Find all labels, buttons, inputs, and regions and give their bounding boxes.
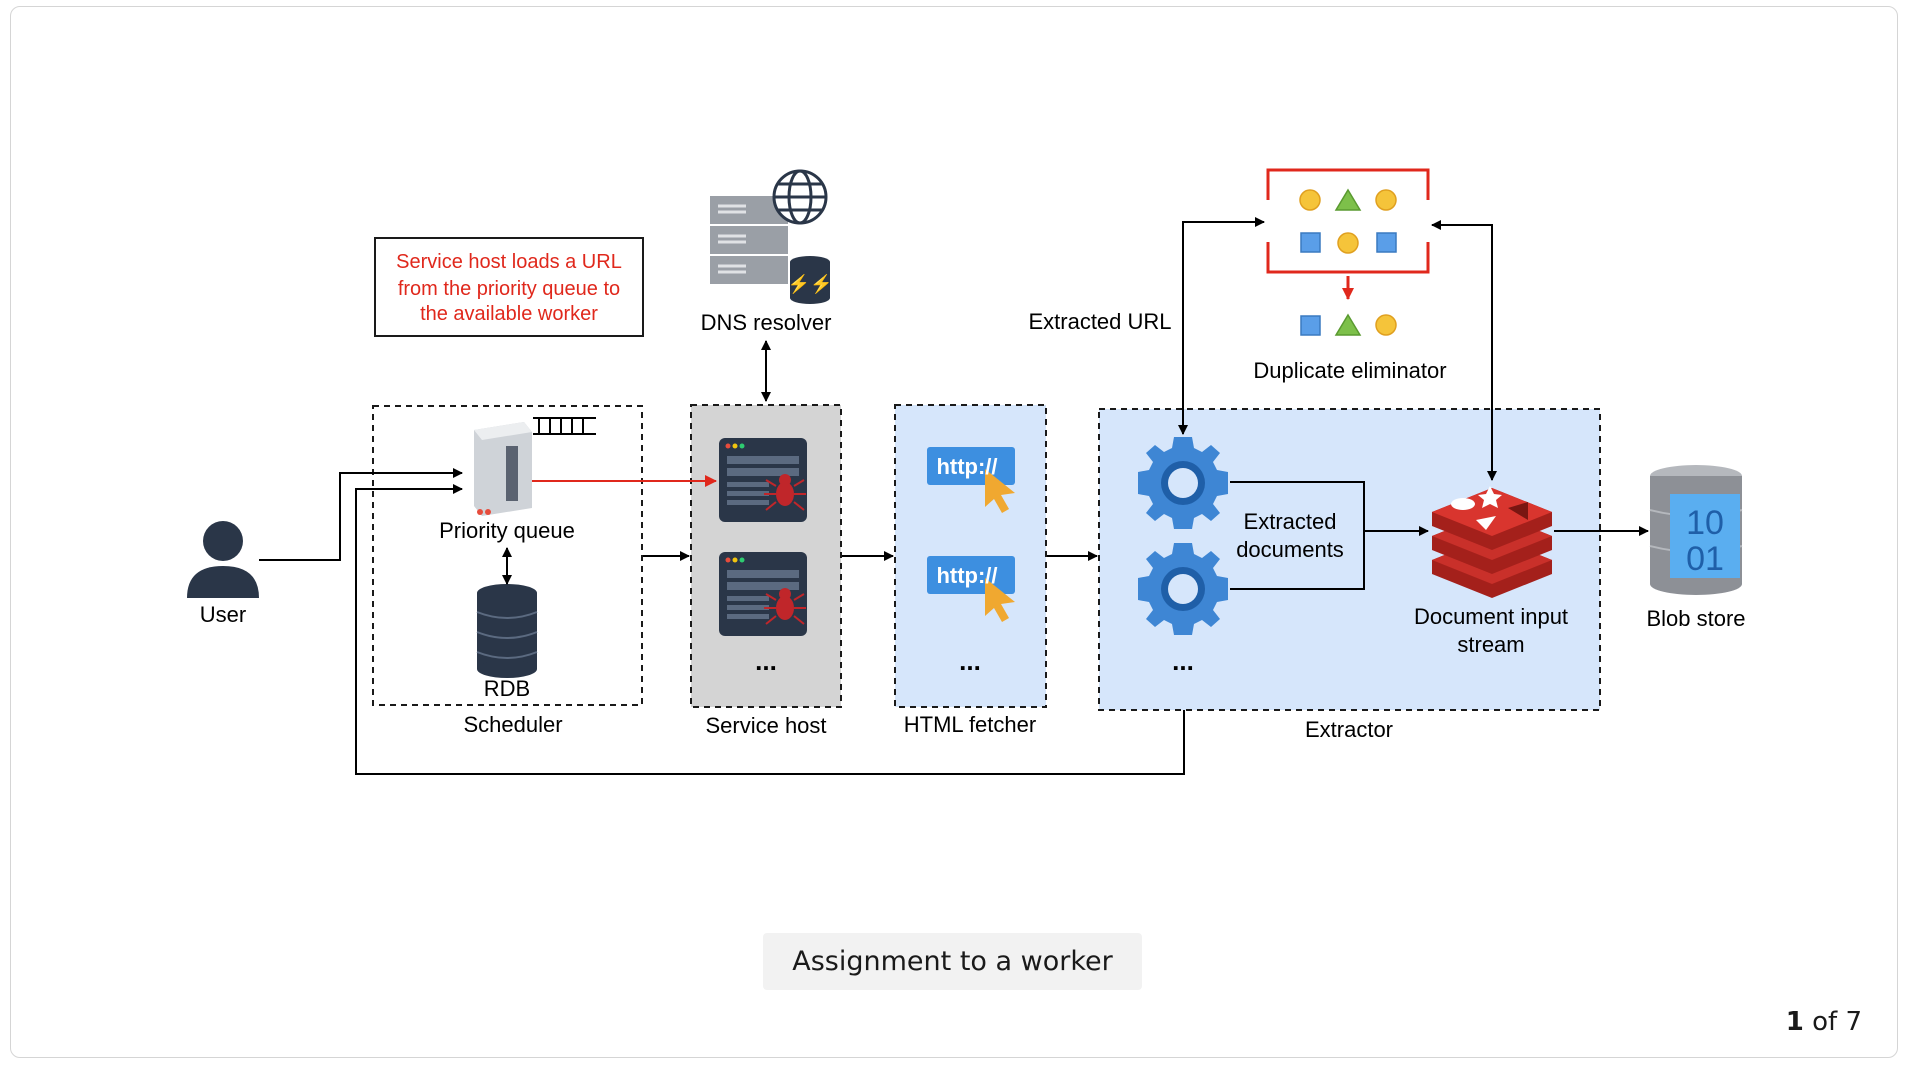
extracted-documents-label-2: documents (1236, 537, 1344, 562)
duplicate-eliminator-frame (1266, 168, 1430, 274)
svg-text:⚡⚡: ⚡⚡ (788, 273, 833, 295)
note-box (374, 237, 644, 337)
document-input-stream-label-2: stream (1457, 632, 1524, 657)
document-input-stream-icon (1432, 486, 1552, 598)
duplicate-eliminator-label: Duplicate eliminator (1253, 358, 1446, 383)
gear-icon-1 (1138, 437, 1228, 529)
extractor-label: Extractor (1305, 717, 1393, 742)
http-text-1: http:// (936, 454, 997, 479)
service-host-ellipsis: ... (755, 646, 777, 676)
scheduler-label: Scheduler (463, 712, 562, 737)
pager-total: 7 (1845, 1007, 1862, 1037)
document-input-stream-label-1: Document input (1414, 604, 1568, 629)
extracted-url-arrow (1178, 217, 1265, 435)
gear-icon-2 (1138, 543, 1228, 635)
blob-store-label: Blob store (1646, 606, 1745, 631)
service-host-label: Service host (705, 713, 826, 738)
duplicate-shapes-icon (1299, 188, 1397, 254)
extractor-ellipsis: ... (1172, 646, 1194, 676)
dns-resolver-label: DNS resolver (701, 310, 832, 335)
rdb-database-icon (476, 584, 538, 678)
note-line-2: from the priority queue to (398, 278, 620, 300)
http-text-2: http:// (936, 563, 997, 588)
binary-top-text: 10 (1686, 504, 1724, 542)
unique-shapes-icon (1300, 313, 1397, 336)
priority-queue-server-icon (474, 422, 532, 516)
dns-resolver-icon: ⚡⚡ (710, 169, 833, 304)
user-icon (187, 521, 259, 598)
gears-bracket (1230, 481, 1365, 590)
slide-caption: Assignment to a worker (763, 933, 1142, 990)
queue-icon (533, 417, 596, 435)
pager-of: of (1812, 1007, 1838, 1037)
binary-bottom-text: 01 (1686, 540, 1724, 578)
crawler-worker-icon-1 (718, 437, 808, 523)
user-label: User (200, 602, 246, 627)
priority-queue-label: Priority queue (439, 518, 575, 543)
http-icon-2: http:// (927, 556, 1015, 622)
note-line-3: the available worker (420, 303, 598, 325)
feedback-loop-arrow (355, 484, 1185, 775)
extracted-documents-label-1: Extracted (1244, 509, 1337, 534)
slide-pager: 1 of 7 (1786, 1007, 1862, 1037)
crawler-worker-icon-2 (718, 551, 808, 637)
html-fetcher-label: HTML fetcher (904, 712, 1036, 737)
dedupe-to-stream-arrow (1431, 220, 1497, 481)
note-line-1: Service host loads a URL (396, 251, 622, 273)
blob-store-icon: 10 01 (1649, 465, 1743, 595)
user-to-queue-arrow (259, 468, 463, 561)
pager-current: 1 (1785, 1007, 1804, 1037)
scheduler-box (372, 405, 643, 706)
rdb-label: RDB (484, 676, 530, 701)
extracted-url-label: Extracted URL (1028, 309, 1171, 334)
http-icon-1: http:// (927, 447, 1015, 513)
html-fetcher-ellipsis: ... (959, 646, 981, 676)
